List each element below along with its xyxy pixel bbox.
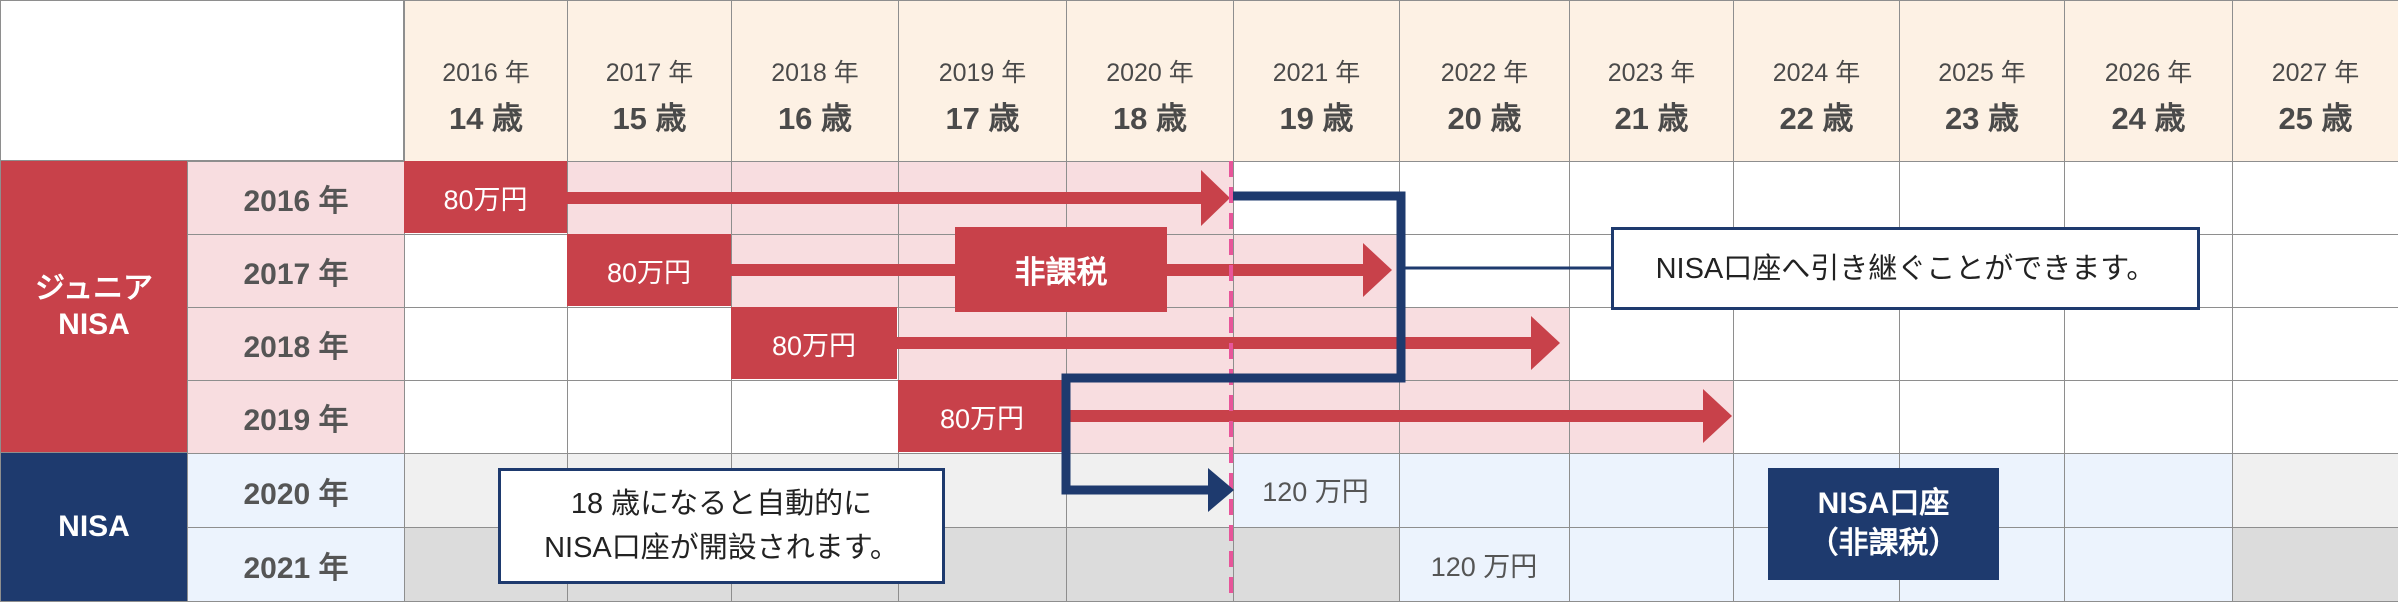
grid-cell [404,307,568,381]
grid-cell [1066,527,1234,602]
grid-cell [2064,527,2233,602]
header-age: 14 歳 [448,101,524,136]
header-age: 19 歳 [1279,101,1354,136]
header-col-9: 2025 年 23 歳 [1899,0,2065,162]
header-col-5: 2021 年 19 歳 [1233,0,1400,162]
header-year: 2021 年 [1272,59,1361,87]
grid-cell [567,380,732,454]
grid-cell [2064,380,2233,454]
grid-cell [1399,453,1570,528]
row-label-3: 2019 年 [187,380,405,454]
header-age: 24 歳 [2111,101,2186,136]
header-age: 17 歳 [945,101,1020,136]
header-col-3: 2019 年 17 歳 [898,0,1067,162]
row-label-0: 2016 年 [187,161,405,235]
row-label-2: 2018 年 [187,307,405,381]
header-year: 2024 年 [1772,59,1861,87]
junior-nisa-label: ジュニア NISA [0,160,188,453]
nisa-label: NISA [0,452,188,602]
grid-cell [2064,453,2233,528]
nisa-amount-2021: 120 万円 [1430,551,1538,582]
header-col-2: 2018 年 16 歳 [731,0,899,162]
grid-cell [2232,307,2398,381]
header-col-11: 2027 年 25 歳 [2232,0,2398,162]
header-age: 25 歳 [2278,101,2353,136]
grid-cell [1399,161,1570,235]
header-year: 2026 年 [2104,59,2193,87]
header-age: 16 歳 [777,101,853,136]
row-label-5: 2021 年 [187,527,405,602]
grid-cell [2232,234,2398,308]
grid-cell [1399,527,1570,602]
header-year: 2027 年 [2271,59,2360,87]
corner-cell [0,0,404,161]
grid-cell [1233,453,1400,528]
grid-cell [1569,307,1734,381]
header-col-6: 2022 年 20 歳 [1399,0,1570,162]
header-age: 20 歳 [1447,101,1522,136]
grid-cell [1899,161,2065,235]
transfer-note: NISA口座へ引き継ぐことができます。 [1611,227,2200,310]
header-age: 22 歳 [1779,101,1854,136]
header-col-4: 2020 年 18 歳 [1066,0,1234,162]
amount-badge-2016: 80万円 [404,161,567,233]
header-age: 21 歳 [1614,101,1689,136]
header-year: 2018 年 [771,59,859,87]
header-age: 18 歳 [1112,101,1188,136]
grid-cell [404,234,568,308]
transfer-bracket [1061,191,1406,495]
header-year: 2017 年 [605,59,694,87]
auto-open-note: 18 歳になると自動的に NISA口座が開設されます。 [498,468,945,584]
grid-cell [2232,161,2398,235]
grid-cell [1399,234,1570,308]
header-col-7: 2023 年 21 歳 [1569,0,1734,162]
grid-cell [1733,161,1900,235]
grid-cell [2232,453,2398,528]
amount-badge-2018: 80万円 [731,307,897,379]
grid-cell [2232,380,2398,454]
nisa-amount-2020: 120 万円 [1262,477,1369,507]
grid-cell [1733,307,1900,381]
grid-cell [2064,307,2233,381]
nisa-account-badge: NISA口座 （非課税） [1768,468,1999,580]
grid-cell [2232,527,2398,602]
red-arrow-2019 [1066,389,1732,443]
grid-cell [567,307,732,381]
grid-cell [1569,453,1734,528]
red-arrow-2016 [567,170,1230,226]
red-arrow-2018 [897,316,1560,370]
header-age: 15 歳 [612,101,687,136]
header-year: 2016 年 [442,59,530,87]
header-year: 2020 年 [1106,59,1194,87]
header-year: 2023 年 [1607,59,1696,87]
header-col-10: 2026 年 24 歳 [2064,0,2233,162]
header-year: 2025 年 [1938,59,2026,87]
header-age: 23 歳 [1944,101,2020,136]
tax-free-label: 非課税 [955,227,1167,312]
header-year: 2022 年 [1440,59,1529,87]
header-col-1: 2017 年 15 歳 [567,0,732,162]
header-year: 2019 年 [938,59,1027,87]
grid-cell [731,380,899,454]
amount-badge-2019: 80万円 [898,380,1066,452]
row-label-4: 2020 年 [187,453,405,528]
transfer-arrowhead [1208,468,1234,512]
amount-badge-2017: 80万円 [567,234,731,306]
